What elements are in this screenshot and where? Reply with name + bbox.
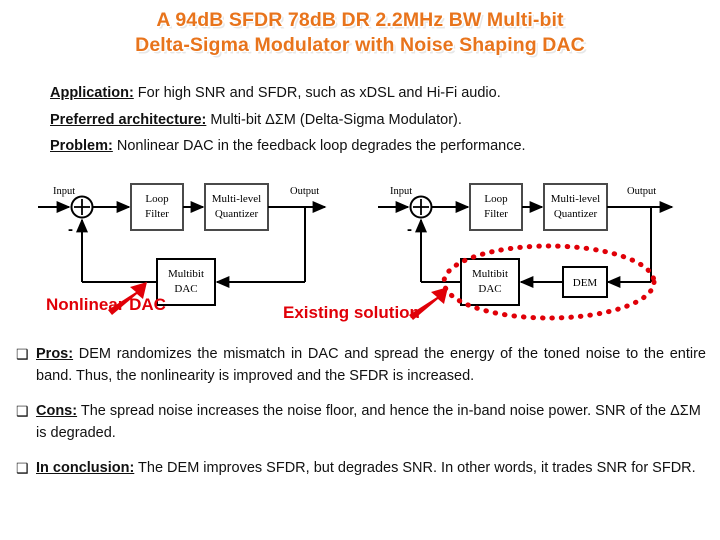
left-block-loop-filter: Loop Filter <box>130 183 184 231</box>
square-bullet-icon: ❑ <box>16 346 29 362</box>
bullet-text-cons: Cons: The spread noise increases the noi… <box>36 401 706 444</box>
left-summing-node <box>70 195 94 219</box>
right-block-multibit-dac: Multibit DAC <box>460 258 520 306</box>
intro-list: Application: For high SNR and SFDR, such… <box>50 80 690 160</box>
intro-body-problem: Nonlinear DAC in the feedback loop degra… <box>112 138 526 154</box>
right-input-label: Input <box>390 186 412 197</box>
left-loop-filter-line1: Loop <box>145 193 169 205</box>
right-minus-sign: - <box>407 221 412 238</box>
intro-lead-architecture: Preferred architecture: <box>50 111 207 128</box>
block-diagram-figure: Input Output - Loop Filter <box>0 172 720 332</box>
left-loop-filter-line2: Filter <box>145 208 169 220</box>
diagram-canvas: Input Output - Loop Filter <box>38 183 674 321</box>
callout-nonlinear-dac: Nonlinear DAC <box>46 295 166 314</box>
right-dac-line2: DAC <box>478 283 501 295</box>
bullet-item-pros: ❑ Pros: DEM randomizes the mismatch in D… <box>16 344 706 387</box>
bullet-body-cons: The spread noise increases the noise flo… <box>36 403 701 441</box>
intro-lead-application: Application: <box>50 85 134 101</box>
left-quantizer-line1: Multi-level <box>212 193 262 205</box>
bullet-item-cons: ❑ Cons: The spread noise increases the n… <box>16 401 706 444</box>
bullet-text-conclusion: In conclusion: The DEM improves SFDR, bu… <box>36 458 706 480</box>
right-dac-line1: Multibit <box>472 268 508 280</box>
bullet-lead-cons: Cons: <box>36 403 78 419</box>
right-block-dem: DEM <box>562 266 608 298</box>
square-bullet-icon: ❑ <box>16 403 29 419</box>
left-block-quantizer: Multi-level Quantizer <box>204 183 269 231</box>
right-loop-filter-line2: Filter <box>484 208 508 220</box>
bullet-body-conclusion: The DEM improves SFDR, but degrades SNR.… <box>134 460 696 476</box>
intro-lead-problem: Problem: <box>50 138 113 154</box>
callout-existing-solution: Existing solution <box>283 303 420 322</box>
bullet-text-pros: Pros: DEM randomizes the mismatch in DAC… <box>36 344 706 387</box>
left-quantizer-line2: Quantizer <box>215 208 259 220</box>
right-summing-node <box>409 195 433 219</box>
left-dac-line1: Multibit <box>168 268 204 280</box>
slide-title: A 94dB SFDR 78dB DR 2.2MHz BW Multi-bit … <box>135 9 585 56</box>
right-loop-filter-line1: Loop <box>484 193 508 205</box>
bullet-item-conclusion: ❑ In conclusion: The DEM improves SFDR, … <box>16 458 706 480</box>
diagram-left: Input Output - Loop Filter <box>38 183 327 315</box>
bullet-lead-conclusion: In conclusion: <box>36 460 135 476</box>
left-dac-line2: DAC <box>174 283 197 295</box>
right-dem-label: DEM <box>573 277 598 289</box>
right-quantizer-line1: Multi-level <box>551 193 601 205</box>
right-block-quantizer: Multi-level Quantizer <box>543 183 608 231</box>
left-output-label: Output <box>290 186 319 197</box>
intro-line-architecture: Preferred architecture: Multi-bit ΔΣM (D… <box>50 107 690 134</box>
right-quantizer-line2: Quantizer <box>554 208 598 220</box>
right-block-loop-filter: Loop Filter <box>469 183 523 231</box>
bullet-body-pros: DEM randomizes the mismatch in DAC and s… <box>36 346 706 384</box>
left-input-label: Input <box>53 186 75 197</box>
right-red-pointer-arrow <box>409 287 448 320</box>
highlight-ellipse <box>441 243 657 321</box>
bullet-list: ❑ Pros: DEM randomizes the mismatch in D… <box>16 344 706 494</box>
intro-line-application: Application: For high SNR and SFDR, such… <box>50 80 690 107</box>
intro-line-problem: Problem: Nonlinear DAC in the feedback l… <box>50 133 690 160</box>
right-output-label: Output <box>627 186 656 197</box>
intro-body-architecture: Multi-bit ΔΣM (Delta-Sigma Modulator). <box>206 111 462 128</box>
diagram-right: Input Output - Loop Filter Multi-level Q… <box>378 183 674 321</box>
bullet-lead-pros: Pros: <box>36 346 74 362</box>
left-red-pointer-arrow <box>108 282 147 315</box>
left-minus-sign: - <box>68 221 73 238</box>
square-bullet-icon: ❑ <box>16 460 29 476</box>
intro-body-application: For high SNR and SFDR, such as xDSL and … <box>133 85 501 101</box>
